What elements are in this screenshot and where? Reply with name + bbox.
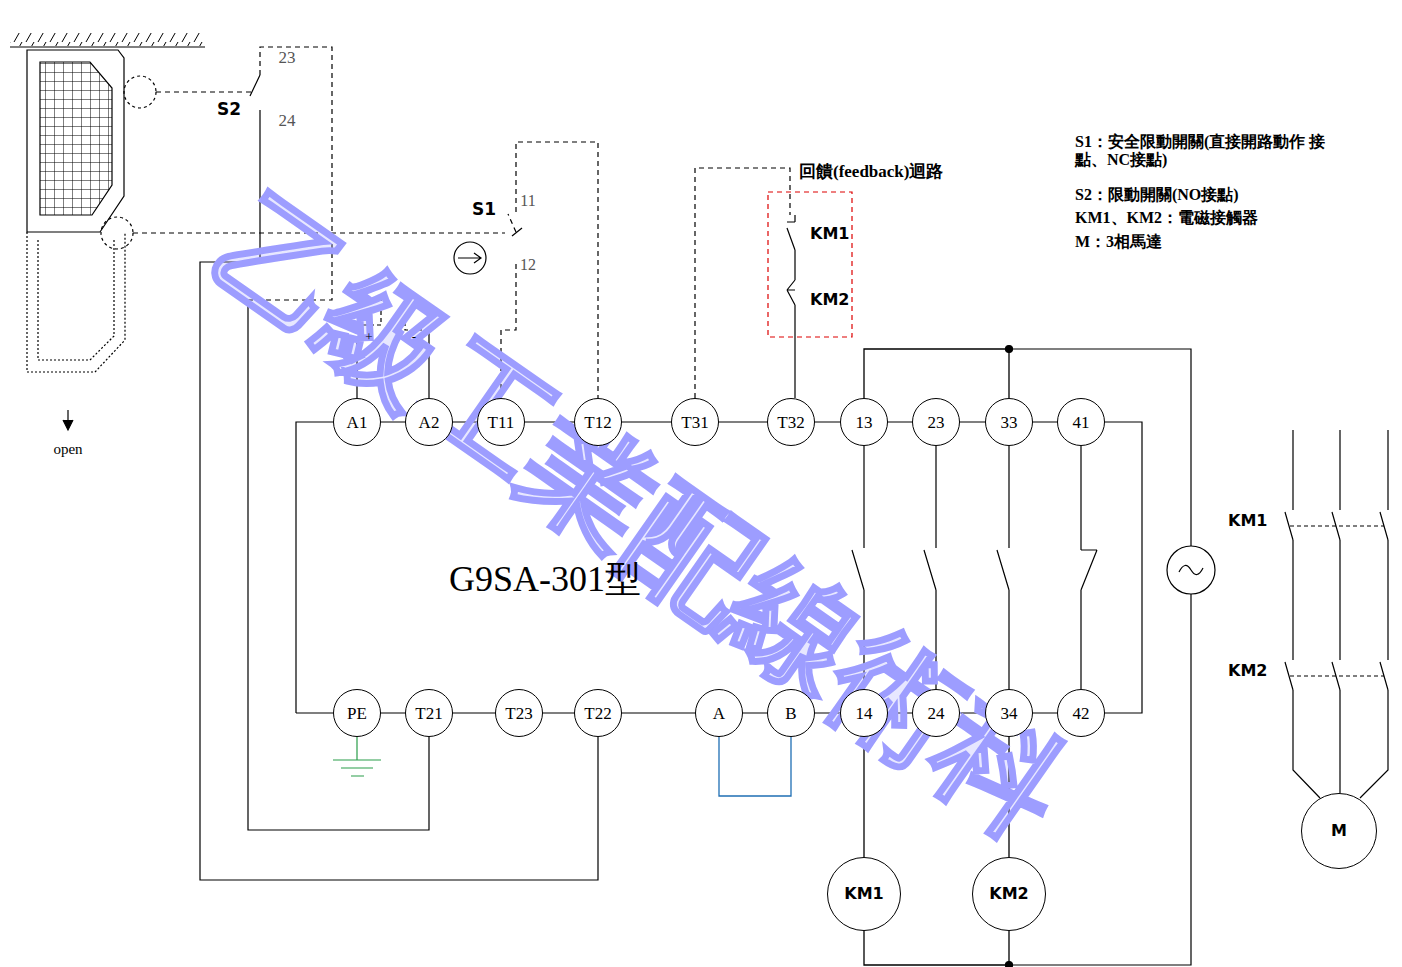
terminal-label: KM1 [844,886,883,902]
terminal-label: 23 [928,414,945,431]
terminal-label: KM2 [989,886,1028,902]
terminal-label: 41 [1073,414,1090,431]
part-label: 24 [279,111,296,131]
terminal-circle: 24 [912,689,960,737]
part-label: S1 [472,200,496,220]
terminal-circle: 42 [1057,689,1105,737]
terminal-label: B [785,705,796,722]
terminal-label: T23 [505,705,532,722]
terminal-label: PE [347,705,367,722]
terminal-circle: B [767,689,815,737]
part-label: open [53,441,82,458]
terminal-label: 14 [856,705,873,722]
part-label: 23 [279,48,296,68]
motor-circle: M [1301,793,1377,869]
watermark: 乙級工業配線術科 [182,164,1098,875]
terminal-circle: T32 [767,398,815,446]
terminal-label: T21 [415,705,442,722]
terminal-label: T11 [488,414,515,431]
part-label: G9SA-301型 [449,559,641,600]
part-label: 11 [520,192,535,210]
terminal-circle: T21 [405,689,453,737]
terminal-circle: A1 [333,398,381,446]
terminal-circle: A [695,689,743,737]
terminal-label: T22 [584,705,611,722]
terminal-circle: 14 [840,689,888,737]
relay-wiring [133,47,1388,967]
terminal-label: T32 [777,414,804,431]
terminal-label: 13 [856,414,873,431]
legend-note: S2：限動開關(NO接點) [1075,186,1239,204]
terminal-circle: T31 [671,398,719,446]
part-label: S2 [217,100,241,120]
coil-circle: KM1 [827,857,901,931]
terminal-circle: A2 [405,398,453,446]
terminal-circle: 23 [912,398,960,446]
part-label: KM2 [808,291,851,309]
terminal-circle: T11 [477,398,525,446]
terminal-label: A1 [347,414,368,431]
terminal-label: T31 [681,414,708,431]
wire [864,931,1009,965]
terminal-circle: PE [333,689,381,737]
terminal-circle: T23 [495,689,543,737]
terminal-label: A2 [419,414,440,431]
wire [864,349,1009,398]
terminal-circle: 34 [985,689,1033,737]
part-label: KM2 [1228,662,1267,680]
legend-note: M：3相馬達 [1075,233,1162,251]
part-label: + [365,330,372,345]
terminal-label: A [713,705,725,722]
terminal-circle: 13 [840,398,888,446]
terminal-label: 42 [1073,705,1090,722]
part-label: KM1 [808,225,851,243]
legend-note: S1：安全限動開關(直接開路動作 接點、NC接點) [1075,133,1337,170]
terminal-label: M [1331,823,1347,839]
terminal-label: 34 [1001,705,1018,722]
terminal-label: 33 [1001,414,1018,431]
part-label: KM1 [1228,512,1267,530]
terminal-circle: 41 [1057,398,1105,446]
wire [719,737,791,796]
terminal-label: T12 [584,414,611,431]
part-label: 12 [520,256,536,274]
legend-note: KM1、KM2：電磁接觸器 [1075,209,1258,227]
part-label: 回饋(feedback)迴路 [797,162,945,182]
terminal-circle: T22 [574,689,622,737]
terminal-circle: T12 [574,398,622,446]
terminal-label: 24 [928,705,945,722]
part-label: - [412,330,416,345]
coil-circle: KM2 [972,857,1046,931]
terminal-circle: 33 [985,398,1033,446]
